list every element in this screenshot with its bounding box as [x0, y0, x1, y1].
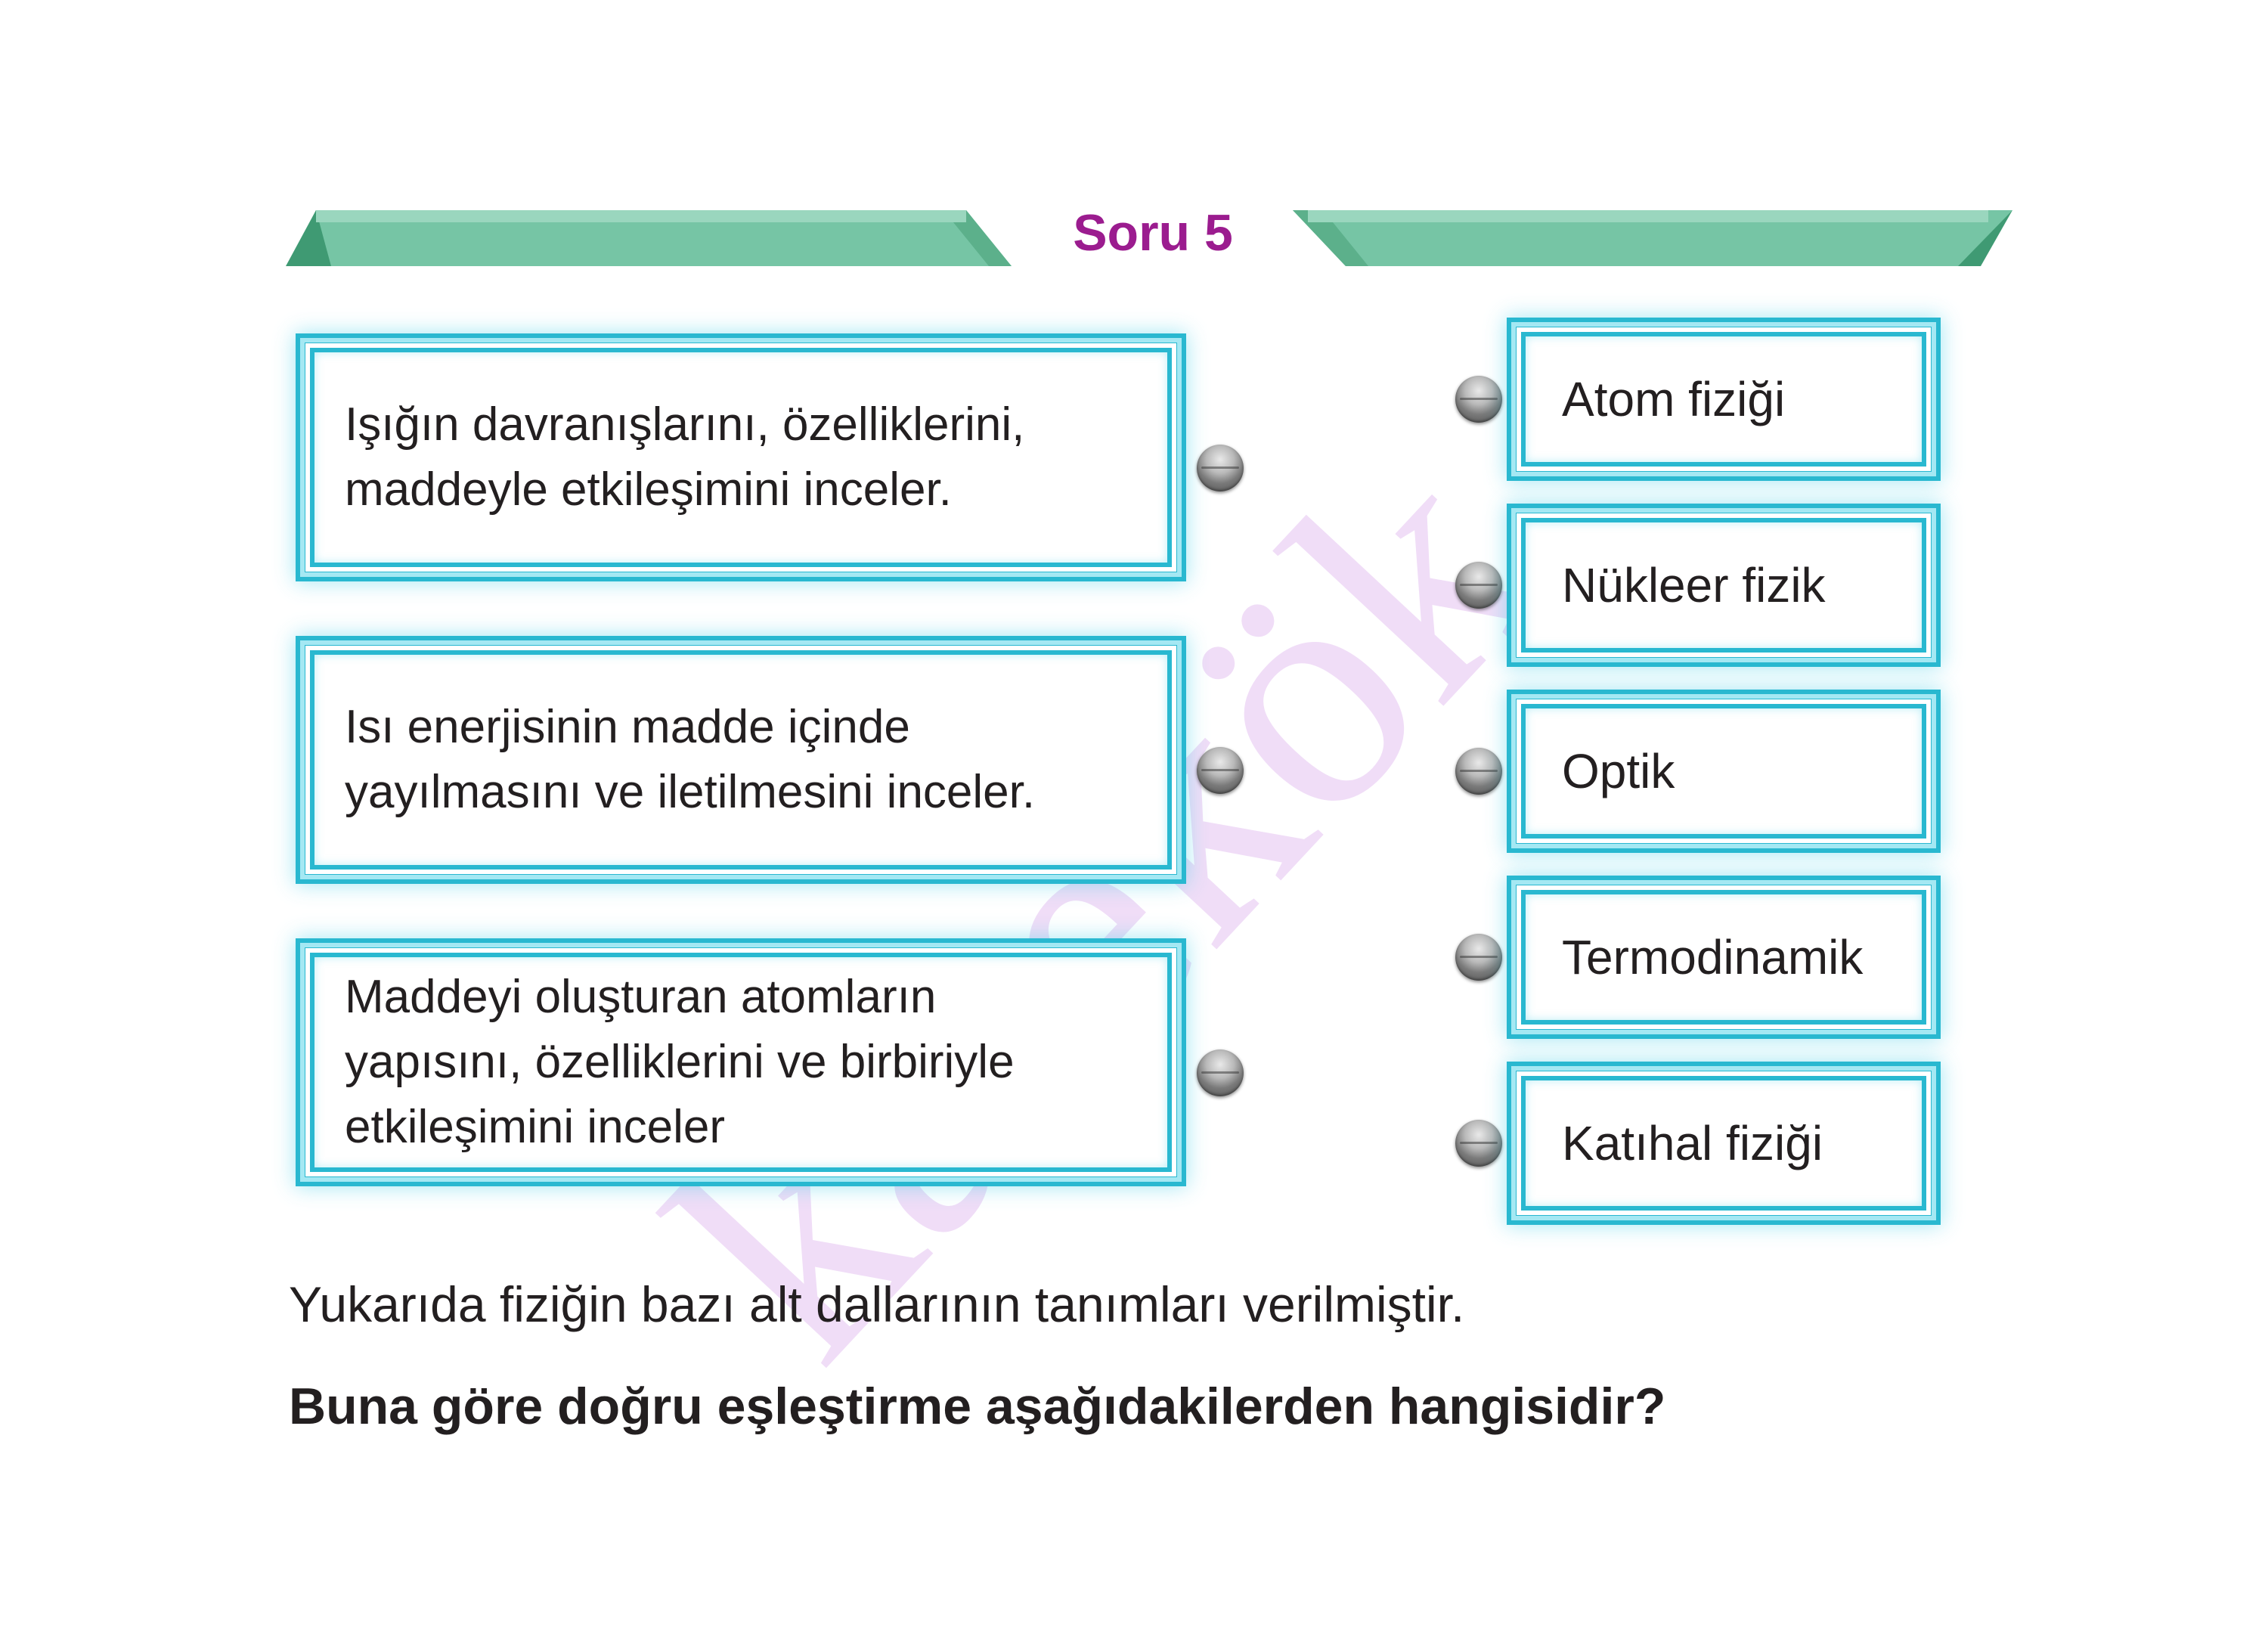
term-label: Termodinamik: [1562, 930, 1864, 984]
definition-connector-dot-3[interactable]: [1197, 1049, 1244, 1096]
page-title: Soru 5: [1073, 204, 1233, 262]
term-connector-dot-1[interactable]: [1455, 376, 1502, 423]
instruction-text: Yukarıda fiziğin bazı alt dallarının tan…: [289, 1276, 1465, 1332]
term-connector-dot-4[interactable]: [1455, 934, 1502, 981]
term-box-2: Nükleer fizik: [1511, 508, 1936, 662]
term-label: Katıhal fiziği: [1562, 1116, 1823, 1170]
question-text: Buna göre doğru eşleştirme aşağıdakilerd…: [289, 1378, 1666, 1435]
term-connector-dot-3[interactable]: [1455, 748, 1502, 795]
definition-text: Işığın davranışlarını, özelliklerini, ma…: [345, 398, 1025, 516]
definition-connector-dot-2[interactable]: [1197, 747, 1244, 794]
term-box-5: Katıhal fiziği: [1511, 1066, 1936, 1220]
definition-text: Maddeyi oluşturan atomların yapısını, öz…: [345, 971, 1015, 1153]
term-label: Nükleer fizik: [1562, 558, 1826, 612]
definition-box-1: Işığın davranışlarını, özelliklerini, ma…: [300, 338, 1182, 577]
definition-box-2: Isı enerjisinin madde içinde yayılmasını…: [300, 640, 1182, 879]
definition-text: Isı enerjisinin madde içinde yayılmasını…: [345, 701, 1036, 818]
term-label: Optik: [1562, 744, 1675, 798]
term-box-4: Termodinamik: [1511, 880, 1936, 1034]
term-connector-dot-5[interactable]: [1455, 1120, 1502, 1167]
header-ribbon-right: [1293, 204, 2012, 272]
term-label: Atom fiziği: [1562, 372, 1786, 426]
header-ribbon-left: [286, 204, 1012, 272]
term-connector-dot-2[interactable]: [1455, 562, 1502, 609]
definition-connector-dot-1[interactable]: [1197, 445, 1244, 491]
term-box-3: Optik: [1511, 694, 1936, 848]
term-box-1: Atom fiziği: [1511, 322, 1936, 476]
definition-box-3: Maddeyi oluşturan atomların yapısını, öz…: [300, 943, 1182, 1182]
